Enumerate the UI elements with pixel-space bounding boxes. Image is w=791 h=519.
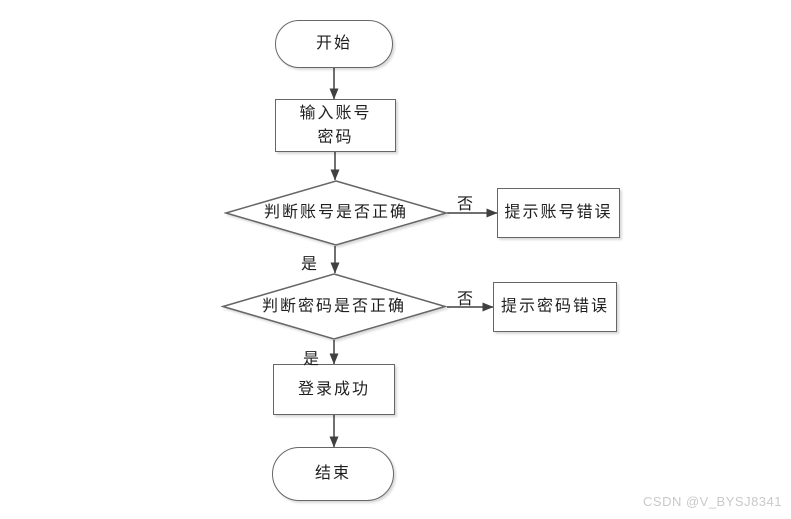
decision-diamond-shape — [224, 180, 448, 246]
edge-label-account-no: 否 — [457, 196, 474, 213]
node-label: 开始 — [315, 35, 352, 52]
edge-label-password-yes: 是 — [303, 351, 320, 368]
node-start: 开始 — [275, 20, 393, 68]
node-account-error: 提示账号错误 — [497, 188, 620, 238]
node-label: 输入账号 密码 — [299, 104, 372, 146]
node-check-password: 判断密码是否正确 — [221, 273, 447, 340]
edge-label-password-no: 否 — [457, 291, 474, 308]
node-label: 登录成功 — [297, 380, 370, 398]
decision-diamond-shape — [221, 273, 447, 340]
node-label: 提示账号错误 — [504, 204, 613, 221]
node-password-error: 提示密码错误 — [493, 282, 617, 332]
node-end: 结束 — [272, 447, 394, 501]
node-login-success: 登录成功 — [273, 364, 395, 415]
node-label: 结束 — [314, 465, 351, 482]
watermark-text: CSDN @V_BYSJ8341 — [643, 494, 782, 509]
node-label: 判断密码是否正确 — [261, 297, 406, 315]
node-check-account: 判断账号是否正确 — [224, 180, 448, 246]
node-label: 提示密码错误 — [500, 298, 609, 315]
edge-label-account-yes: 是 — [301, 256, 318, 273]
node-label: 判断账号是否正确 — [263, 204, 408, 221]
node-input-credentials: 输入账号 密码 — [275, 99, 396, 152]
